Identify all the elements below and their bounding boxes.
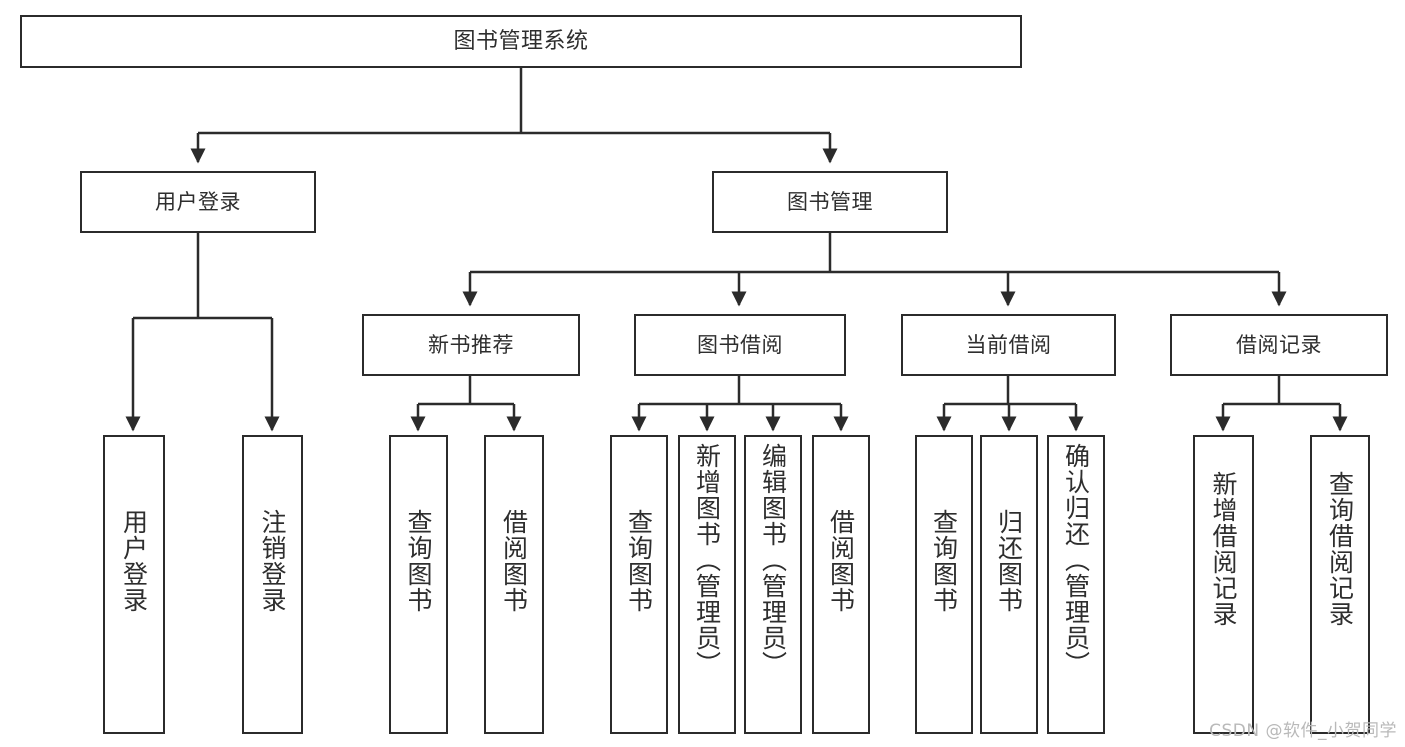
node-label: 新增图书（管理员） <box>692 443 722 677</box>
node-label: 图书管理 <box>787 189 873 214</box>
leaf-return-book[interactable]: 归还图书 <box>980 435 1038 734</box>
leaf-borrow-book-1[interactable]: 借阅图书 <box>484 435 544 734</box>
node-label: 新增借阅记录 <box>1209 471 1238 627</box>
node-label: 图书借阅 <box>697 332 783 357</box>
leaf-edit-book-admin[interactable]: 编辑图书（管理员） <box>744 435 802 734</box>
node-label: 确认归还（管理员） <box>1061 443 1091 677</box>
node-label: 新书推荐 <box>428 332 514 357</box>
leaf-query-book-3[interactable]: 查询图书 <box>915 435 973 734</box>
node-root-system[interactable]: 图书管理系统 <box>20 15 1022 68</box>
watermark: CSDN @软件_小贺同学 <box>1209 721 1397 741</box>
node-borrow-record[interactable]: 借阅记录 <box>1170 314 1388 376</box>
leaf-query-book-1[interactable]: 查询图书 <box>389 435 448 734</box>
leaf-add-book-admin[interactable]: 新增图书（管理员） <box>678 435 736 734</box>
node-label: 图书管理系统 <box>453 28 589 54</box>
node-label: 查询借阅记录 <box>1325 471 1355 627</box>
node-user-login[interactable]: 用户登录 <box>80 171 316 233</box>
node-label: 当前借阅 <box>965 332 1052 357</box>
node-label: 注销登录 <box>258 509 287 613</box>
node-label: 查询图书 <box>624 509 654 613</box>
node-label: 编辑图书（管理员） <box>758 443 788 677</box>
node-label: 借阅图书 <box>826 509 856 613</box>
leaf-query-book-2[interactable]: 查询图书 <box>610 435 668 734</box>
node-current-borrow[interactable]: 当前借阅 <box>901 314 1116 376</box>
leaf-confirm-return-admin[interactable]: 确认归还（管理员） <box>1047 435 1105 734</box>
node-label: 查询图书 <box>929 509 959 613</box>
node-label: 查询图书 <box>404 509 433 613</box>
leaf-add-borrow-record[interactable]: 新增借阅记录 <box>1193 435 1254 734</box>
node-book-management[interactable]: 图书管理 <box>712 171 948 233</box>
node-label: 归还图书 <box>994 509 1024 613</box>
node-book-borrow[interactable]: 图书借阅 <box>634 314 846 376</box>
node-label: 借阅记录 <box>1236 332 1322 357</box>
node-label: 用户登录 <box>155 189 241 214</box>
node-new-book-recommend[interactable]: 新书推荐 <box>362 314 580 376</box>
node-label: 用户登录 <box>119 509 149 613</box>
node-label: 借阅图书 <box>499 509 529 613</box>
leaf-logout[interactable]: 注销登录 <box>242 435 303 734</box>
leaf-user-login[interactable]: 用户登录 <box>103 435 165 734</box>
leaf-query-borrow-record[interactable]: 查询借阅记录 <box>1310 435 1370 734</box>
leaf-borrow-book-2[interactable]: 借阅图书 <box>812 435 870 734</box>
